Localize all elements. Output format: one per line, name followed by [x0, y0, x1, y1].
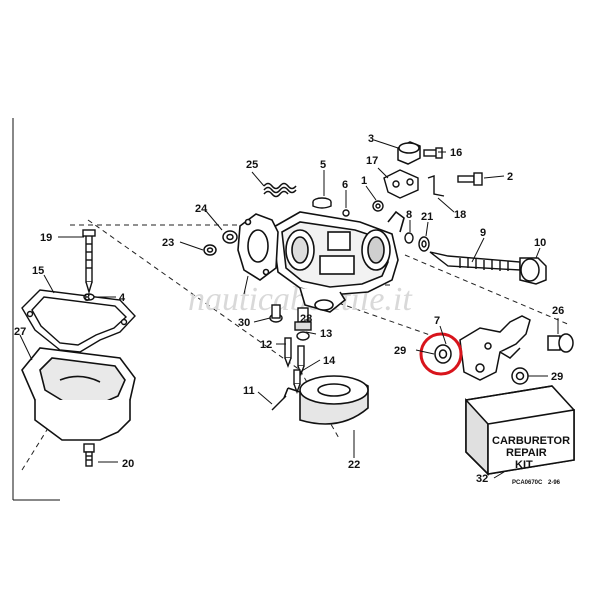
callout-29-left: 29	[394, 345, 406, 357]
carburetor-gasket	[237, 213, 279, 281]
callout-32: 32	[476, 473, 488, 485]
jet-13	[296, 331, 310, 341]
callout-19: 19	[40, 232, 52, 244]
main-jet-needle	[82, 229, 96, 295]
float-bowl-gasket	[21, 289, 136, 353]
callouts: 1 2 3 4 5 6 7 8 8 9 10 11 12 13 14 15 16…	[14, 133, 564, 485]
callout-30: 30	[238, 317, 250, 329]
callout-1: 1	[361, 175, 367, 187]
float-bowl	[21, 347, 136, 441]
bushing-26	[547, 333, 574, 353]
callout-10: 10	[534, 237, 546, 249]
bushing-29-lower	[511, 367, 529, 385]
bracket-17	[383, 169, 419, 199]
callout-5: 5	[320, 159, 326, 171]
page-frame	[12, 118, 60, 501]
callout-24: 24	[195, 203, 208, 215]
callout-23: 23	[162, 237, 174, 249]
callout-8-left: 8	[84, 292, 90, 304]
callout-3: 3	[368, 133, 374, 145]
screw-2	[457, 172, 483, 186]
figure-date: 2-96	[548, 480, 561, 486]
callout-21: 21	[421, 211, 433, 223]
callout-16: 16	[450, 147, 462, 159]
knob-3	[397, 141, 421, 165]
callout-15: 15	[32, 265, 44, 277]
float	[283, 375, 369, 425]
callout-18: 18	[454, 209, 466, 221]
callout-22: 22	[348, 459, 360, 471]
carburetor-body	[271, 210, 405, 313]
callout-25: 25	[246, 159, 258, 171]
bushing-29-highlighted	[434, 344, 452, 364]
float-pin	[271, 395, 287, 411]
callout-11: 11	[243, 385, 255, 397]
kit-label-line3: KIT	[515, 459, 533, 471]
callout-29-right: 29	[551, 371, 563, 383]
callout-17: 17	[366, 155, 378, 167]
callout-26: 26	[552, 305, 564, 317]
nut-1	[372, 200, 384, 212]
washer-21	[418, 236, 430, 252]
cap-plug	[312, 197, 332, 209]
spring	[263, 182, 297, 198]
washer-24	[222, 230, 238, 244]
leader-lines	[19, 139, 559, 479]
screw-30	[269, 304, 283, 323]
nozzle-28	[294, 307, 312, 331]
washer-left	[83, 293, 95, 301]
callout-7: 7	[434, 315, 440, 327]
inlet-needle	[293, 369, 301, 394]
callout-14: 14	[323, 355, 336, 367]
callout-6: 6	[342, 179, 348, 191]
drain-screw	[83, 443, 95, 467]
washer-23	[203, 244, 217, 256]
callout-28: 28	[300, 313, 312, 325]
callout-13: 13	[320, 328, 332, 340]
clip-18	[427, 175, 445, 197]
callout-12: 12	[260, 339, 272, 351]
adjustment-needle	[429, 251, 521, 271]
repair-kit-box	[465, 385, 575, 476]
highlight-circle	[419, 332, 463, 376]
washer-8-right	[404, 232, 414, 244]
kit-label-line2: REPAIR	[506, 447, 547, 459]
callout-20: 20	[122, 458, 134, 470]
knob-10	[519, 257, 547, 285]
callout-4: 4	[119, 292, 126, 304]
needle-valves	[284, 337, 305, 376]
callout-8-right: 8	[406, 209, 412, 221]
callout-27: 27	[14, 326, 26, 338]
figure-code: PCA0670C	[512, 480, 543, 486]
kit-label-line1: CARBURETOR	[492, 435, 570, 447]
small-pin	[342, 209, 350, 217]
callout-9: 9	[480, 227, 486, 239]
link-16	[423, 147, 443, 159]
throttle-lever	[459, 315, 531, 381]
callout-2: 2	[507, 171, 513, 183]
